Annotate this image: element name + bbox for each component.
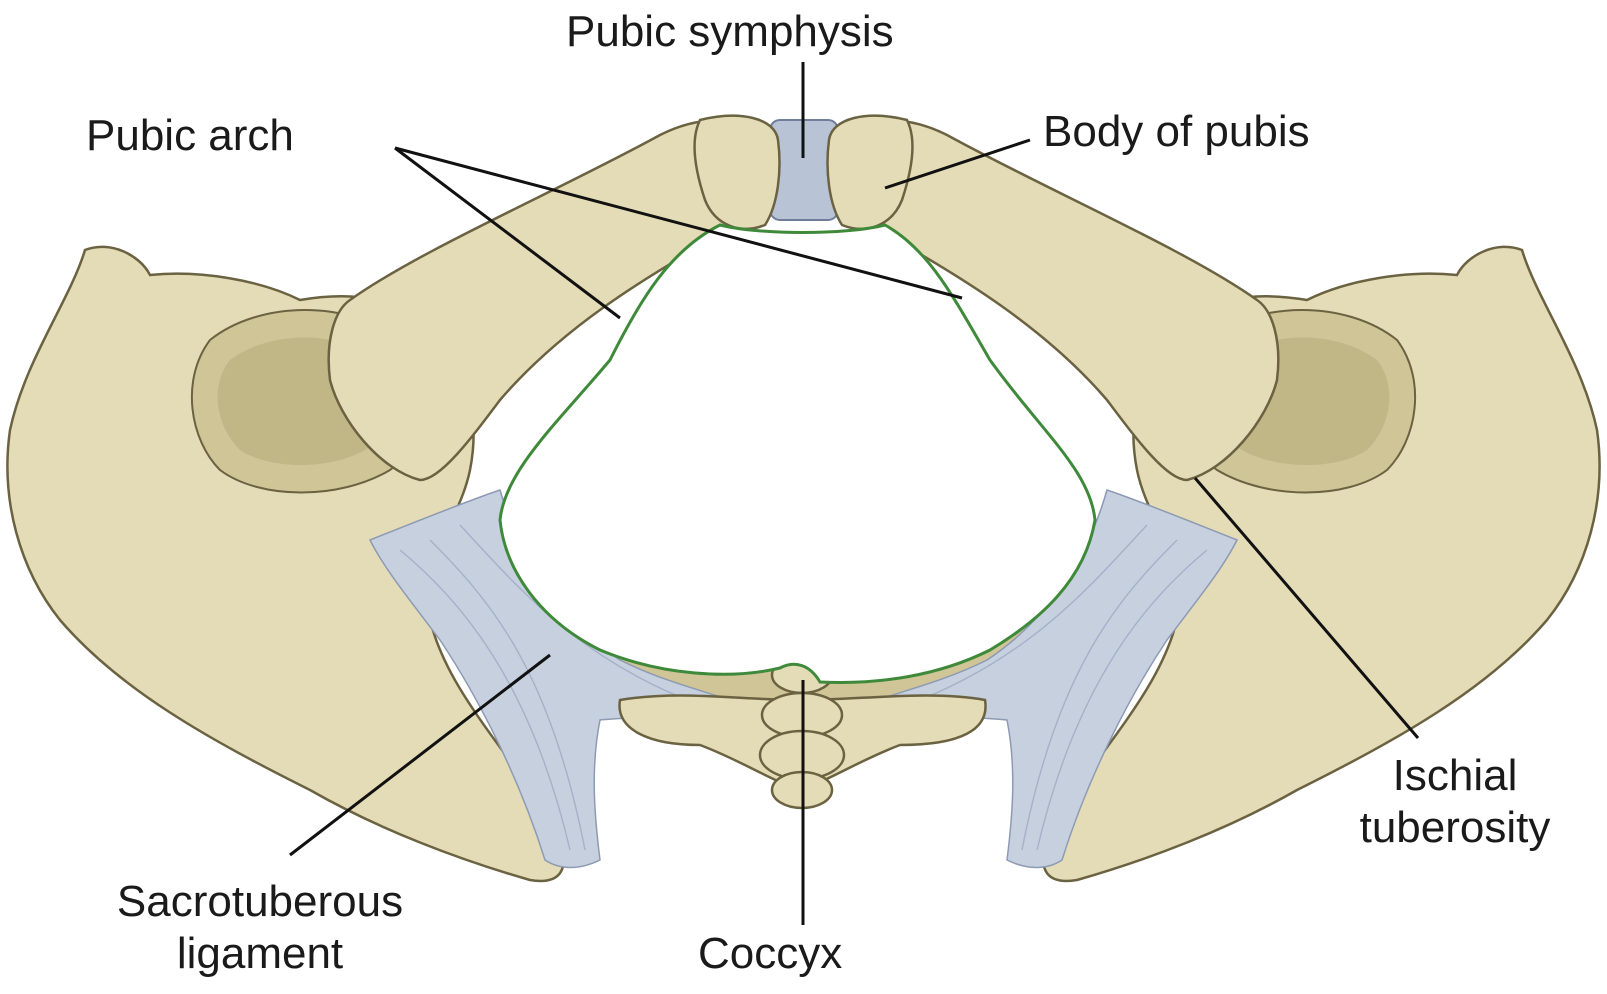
label-ischial-tuberosity: Ischial tuberosity: [1310, 750, 1600, 854]
label-sacrotuberous-line1: Sacrotuberous: [50, 876, 470, 928]
label-pubic-arch: Pubic arch: [86, 110, 294, 162]
label-sacrotuberous-ligament: Sacrotuberous ligament: [50, 876, 470, 980]
label-ischial-tuberosity-line2: tuberosity: [1310, 802, 1600, 854]
label-sacrotuberous-line2: ligament: [50, 928, 470, 980]
label-body-of-pubis: Body of pubis: [1043, 106, 1310, 158]
label-ischial-tuberosity-line1: Ischial: [1310, 750, 1600, 802]
label-coccyx: Coccyx: [698, 928, 842, 980]
label-pubic-symphysis: Pubic symphysis: [566, 6, 894, 58]
